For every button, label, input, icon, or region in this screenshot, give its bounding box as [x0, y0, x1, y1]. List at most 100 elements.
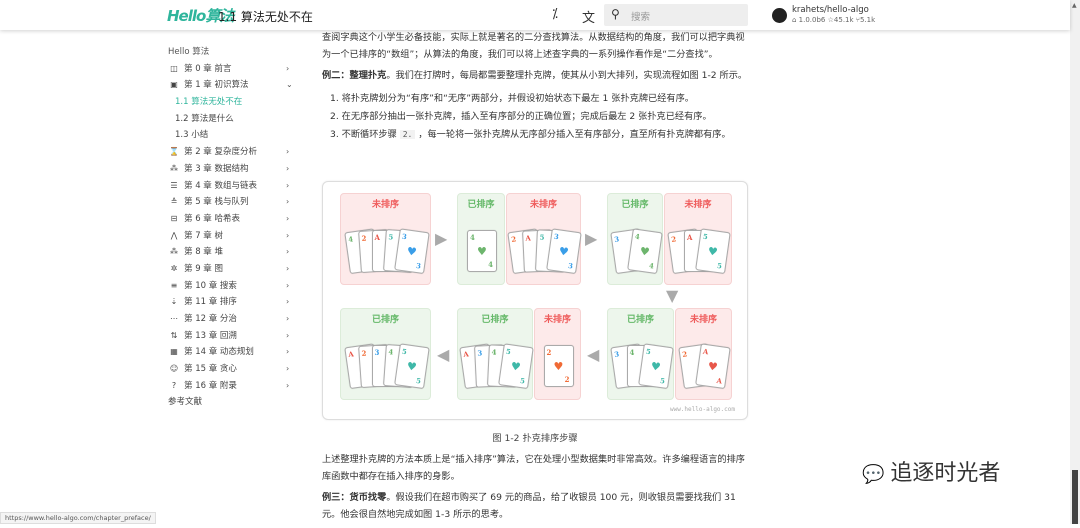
panel-label: 未排序 — [543, 315, 571, 325]
chevron-icon[interactable]: › — [286, 163, 290, 173]
tree-icon: ⋀ — [170, 230, 178, 240]
sidebar-item[interactable]: 1.2 算法是什么 — [168, 111, 308, 128]
card-rank: 3 — [476, 348, 482, 358]
paragraph: 例三：货币找零。假设我们在超市购买了 69 元的商品，给了收银员 100 元，则… — [322, 490, 748, 523]
sidebar-item-label: 1.3 小结 — [175, 130, 209, 141]
sidebar-item[interactable]: ⁂第 3 章 数据结构› — [168, 161, 308, 178]
sidebar-item[interactable]: ⋯ 第 12 章 分治 › — [168, 311, 308, 328]
card-rank: 5 — [644, 346, 651, 357]
translate-icon[interactable]: 文 — [582, 11, 596, 26]
book-icon: ◫ — [170, 63, 178, 73]
arrow-icon: ◀ — [437, 345, 450, 364]
chevron-icon[interactable]: › — [286, 297, 290, 307]
heart-icon: ♥ — [405, 244, 418, 259]
chevron-icon[interactable]: › — [286, 330, 290, 340]
shapes-icon: ⁂ — [170, 163, 178, 173]
chevron-icon[interactable]: ⌄ — [286, 80, 293, 90]
card-rank: 3 — [613, 349, 620, 359]
card-rank: 5 — [504, 346, 511, 357]
sidebar-item-label: 第 0 章 前言 — [184, 63, 232, 74]
chevron-icon[interactable]: › — [286, 230, 290, 240]
sidebar-item[interactable]: ▦第 14 章 动态规划› — [168, 344, 308, 361]
chevron-icon[interactable]: › — [286, 247, 290, 257]
sidebar-item-label: 第 4 章 数组与链表 — [184, 180, 258, 191]
sort-icon: ⇣ — [170, 297, 178, 307]
chevron-icon[interactable]: › — [286, 63, 290, 73]
card-rank: 2 — [564, 375, 570, 384]
card-rank: 3 — [400, 231, 407, 242]
sidebar-item[interactable]: 1.1 算法无处不在 — [168, 94, 308, 111]
dots-icon: ⋯ — [170, 314, 178, 323]
sidebar-item[interactable]: ✲第 9 章 图› — [168, 261, 308, 278]
chevron-icon[interactable]: › — [286, 213, 290, 223]
figure-caption: 图 1-2 扑克排序步骤 — [492, 433, 578, 444]
chevron-icon[interactable]: › — [286, 180, 290, 190]
arrow-icon: ▶ — [435, 229, 448, 248]
theme-toggle-icon[interactable]: ⁒ — [552, 7, 558, 22]
sidebar-item[interactable]: ⁂第 8 章 堆› — [168, 244, 308, 261]
chevron-icon[interactable]: › — [286, 197, 290, 207]
paragraph: 例二：整理扑克。我们在打牌时，每局都需要整理扑克牌，使其从小到大排列，实现流程如… — [322, 68, 748, 85]
sidebar-item[interactable]: 参考文献 — [168, 394, 308, 411]
card-rank: 3 — [553, 231, 560, 242]
inline-code: 2. — [399, 129, 416, 139]
sidebar-item[interactable]: ≙第 5 章 栈与队列› — [168, 194, 308, 211]
sidebar-item[interactable]: ⋀第 7 章 树› — [168, 228, 308, 245]
chevron-icon[interactable]: › — [286, 380, 290, 390]
watermark-text: 追逐时光者 — [890, 461, 1001, 486]
sidebar-item[interactable]: ⇣第 11 章 排序› — [168, 294, 308, 311]
sidebar-item-label: 第 1 章 初识算法 — [184, 80, 249, 91]
site-logo[interactable]: Hello算法 — [167, 7, 234, 25]
panel-label: 未排序 — [371, 200, 399, 210]
sidebar-item-label: 1.1 算法无处不在 — [175, 97, 243, 108]
sidebar-item[interactable]: ☰第 4 章 数组与链表› — [168, 178, 308, 195]
repo-forks: 5.1k — [859, 16, 876, 24]
sidebar-item[interactable]: ?第 16 章 附录› — [168, 378, 308, 395]
chevron-icon[interactable]: › — [286, 347, 290, 357]
sidebar-nav: Hello 算法 ◫第 0 章 前言›▣第 1 章 初识算法⌄1.1 算法无处不… — [168, 44, 308, 411]
sidebar-item-label: 第 8 章 堆 — [184, 247, 224, 258]
sidebar-item[interactable]: ▣第 1 章 初识算法⌄ — [168, 77, 308, 94]
top-bar: Hello算法 1.1 算法无处不在 ⁒ 文 ⚲ 搜索 krahets/hell… — [0, 0, 1070, 30]
sidebar-item[interactable]: ⇅第 13 章 回溯› — [168, 328, 308, 345]
paragraph: 上述整理扑克牌的方法本质上是“插入排序”算法，它在处理小型数据集时非常高效。许多… — [322, 454, 745, 482]
scroll-up-icon[interactable]: ▲ — [1072, 2, 1077, 9]
figure-watermark: www.hello-algo.com — [669, 406, 735, 413]
heart-icon: ♥ — [477, 245, 487, 258]
sidebar-item-label: 第 2 章 复杂度分析 — [184, 147, 258, 158]
sidebar-item[interactable]: ☺第 15 章 贪心› — [168, 361, 308, 378]
heart-icon: ♥ — [638, 244, 651, 259]
wechat-icon: 💬 — [862, 464, 885, 485]
chevron-icon[interactable]: › — [286, 364, 290, 374]
search-input[interactable]: ⚲ 搜索 — [604, 4, 748, 26]
panel-label: 未排序 — [689, 315, 717, 325]
sidebar-item[interactable]: ⊟第 6 章 哈希表› — [168, 211, 308, 228]
sidebar-item[interactable]: ≡第 10 章 搜索› — [168, 278, 308, 295]
scrollbar-thumb[interactable] — [1072, 470, 1078, 524]
help-icon: ? — [171, 380, 177, 390]
sidebar-item[interactable]: ◫ 第 0 章 前言 › — [168, 61, 308, 78]
panel-label: 已排序 — [481, 315, 509, 325]
search-icon: ⚲ — [611, 7, 620, 21]
scrollbar[interactable]: ▲ — [1070, 0, 1080, 524]
list-item: 3. 不断循环步骤 2. ，每一轮将一张扑克牌从无序部分插入至有序部分，直至所有… — [330, 126, 748, 144]
sidebar-item-label: 1.2 算法是什么 — [175, 113, 234, 124]
card-rank: 3 — [613, 234, 620, 244]
chevron-icon[interactable]: › — [286, 280, 290, 290]
sidebar-item-label: 第 12 章 分治 — [184, 314, 237, 324]
sidebar-item[interactable]: 1.3 小结 — [168, 127, 308, 144]
sidebar-title[interactable]: Hello 算法 — [168, 47, 210, 57]
chevron-icon[interactable]: › — [286, 263, 290, 273]
chevron-icon[interactable]: › — [286, 314, 290, 323]
card-rank: 2 — [546, 348, 552, 357]
sidebar-item[interactable]: ⌛第 2 章 复杂度分析› — [168, 144, 308, 161]
grid-icon: ▦ — [170, 347, 178, 357]
card-rank: 5 — [716, 260, 723, 271]
chevron-icon[interactable]: › — [286, 147, 290, 157]
card-rank: 2 — [681, 349, 688, 359]
sidebar-item-label: 第 6 章 哈希表 — [184, 213, 241, 224]
